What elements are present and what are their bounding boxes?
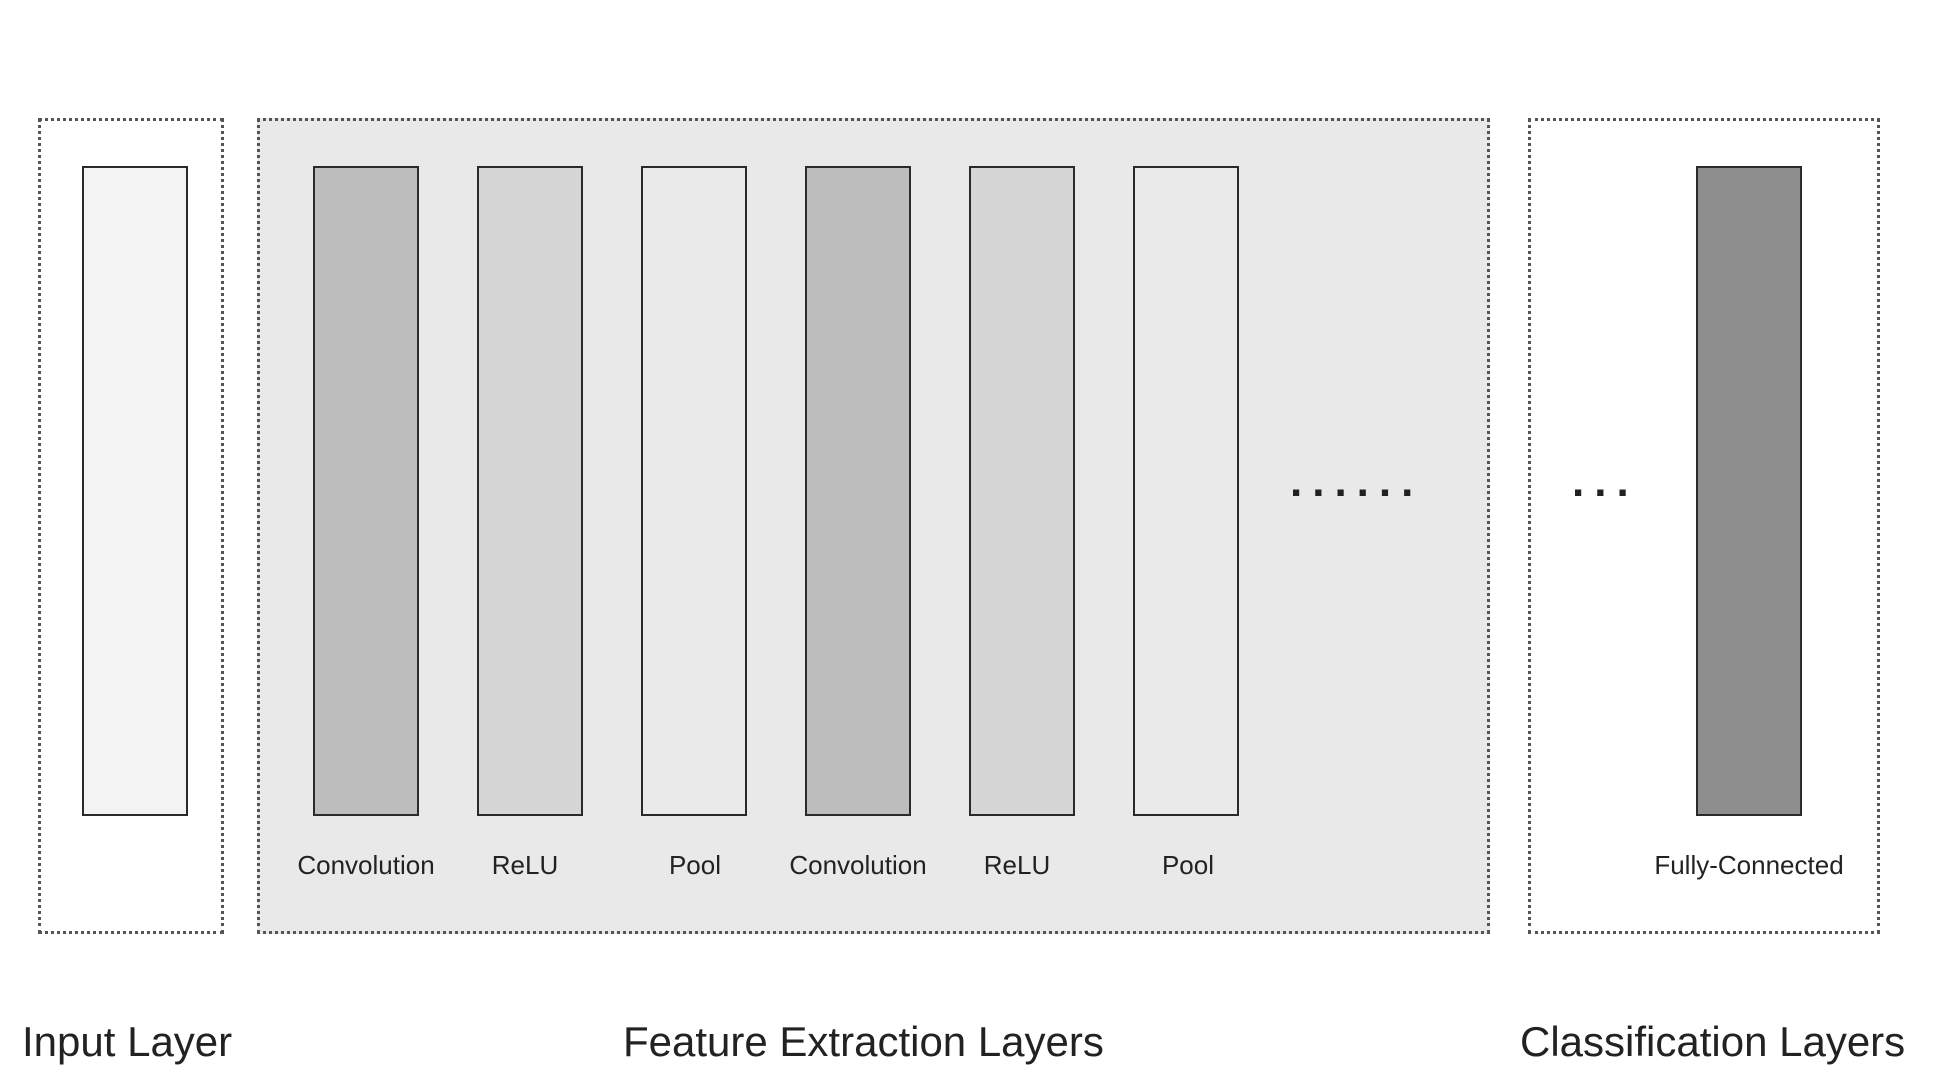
feature-extraction-title: Feature Extraction Layers (623, 1018, 1104, 1065)
layer-label: Pool (668, 850, 722, 880)
pool-layer-block (1133, 166, 1239, 816)
relu-layer-block (969, 166, 1075, 816)
fully-connected-layer-block (1696, 166, 1802, 816)
feature-ellipsis: ...... (1290, 457, 1424, 506)
input-layer-block (82, 166, 188, 816)
classification-ellipsis: ... (1572, 457, 1639, 506)
layer-label: ReLU (983, 850, 1051, 880)
fully-connected-label: Fully-Connected (1654, 850, 1844, 880)
pool-layer-block (641, 166, 747, 816)
layer-label: Pool (1161, 850, 1215, 880)
input-layer-title: Input Layer (22, 1018, 233, 1065)
layer-label: Convolution (789, 850, 927, 880)
classification-title: Classification Layers (1520, 1018, 1906, 1065)
layer-label: Convolution (297, 850, 435, 880)
layer-label: ReLU (491, 850, 559, 880)
convolution-layer-block (313, 166, 419, 816)
relu-layer-block (477, 166, 583, 816)
convolution-layer-block (805, 166, 911, 816)
